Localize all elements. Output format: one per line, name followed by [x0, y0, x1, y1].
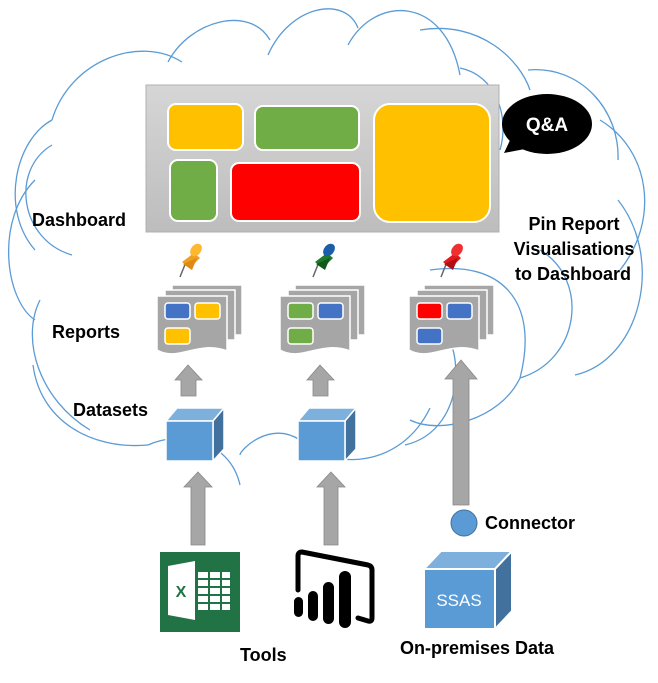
- pushpin-orange-icon: [179, 243, 202, 278]
- connector-label: Connector: [485, 513, 575, 533]
- dashboard-tile-green-wide[interactable]: [254, 105, 360, 151]
- arrow-connector-to-report: [444, 359, 478, 506]
- ssas-cube[interactable]: SSAS: [421, 548, 515, 632]
- pin-label-line2: Visualisations: [513, 239, 635, 259]
- arrow-dataset-to-report-excel: [174, 364, 203, 397]
- report-stack-ssas[interactable]: [408, 284, 495, 355]
- dashboard-tile-red[interactable]: [230, 162, 361, 222]
- ssas-label: SSAS: [436, 591, 481, 610]
- dashboard-tile-green-small[interactable]: [169, 159, 218, 222]
- qa-text: Q&A: [526, 115, 569, 136]
- excel-icon[interactable]: X: [160, 552, 240, 632]
- report-stack-excel[interactable]: [156, 284, 243, 355]
- on-premises-label: On-premises Data: [400, 638, 555, 658]
- pin-label-line3: to Dashboard: [514, 264, 631, 284]
- connector-icon[interactable]: [450, 509, 478, 537]
- pin-label-line1: Pin Report: [528, 214, 620, 234]
- pushpin-green-icon: [312, 243, 335, 278]
- dataset-cube-powerbi[interactable]: [296, 405, 358, 463]
- dashboard-tile-yellow-large[interactable]: [373, 103, 491, 223]
- report-stack-powerbi[interactable]: [279, 284, 366, 355]
- arrow-powerbi-to-dataset: [316, 471, 346, 546]
- reports-label: Reports: [52, 322, 121, 342]
- arrow-dataset-to-report-powerbi: [306, 364, 335, 397]
- dashboard-panel[interactable]: [145, 84, 500, 233]
- dashboard-tile-yellow-small[interactable]: [167, 103, 244, 151]
- svg-text:X: X: [176, 584, 187, 601]
- dataset-cube-excel[interactable]: [164, 405, 226, 463]
- tools-label: Tools: [240, 645, 287, 665]
- pushpin-red-icon: [440, 243, 463, 278]
- qa-bubble[interactable]: Q&A: [502, 94, 592, 154]
- power-bi-icon[interactable]: [294, 549, 375, 628]
- arrow-excel-to-dataset: [183, 471, 213, 546]
- dashboard-label: Dashboard: [32, 210, 127, 230]
- datasets-label: Datasets: [73, 400, 149, 420]
